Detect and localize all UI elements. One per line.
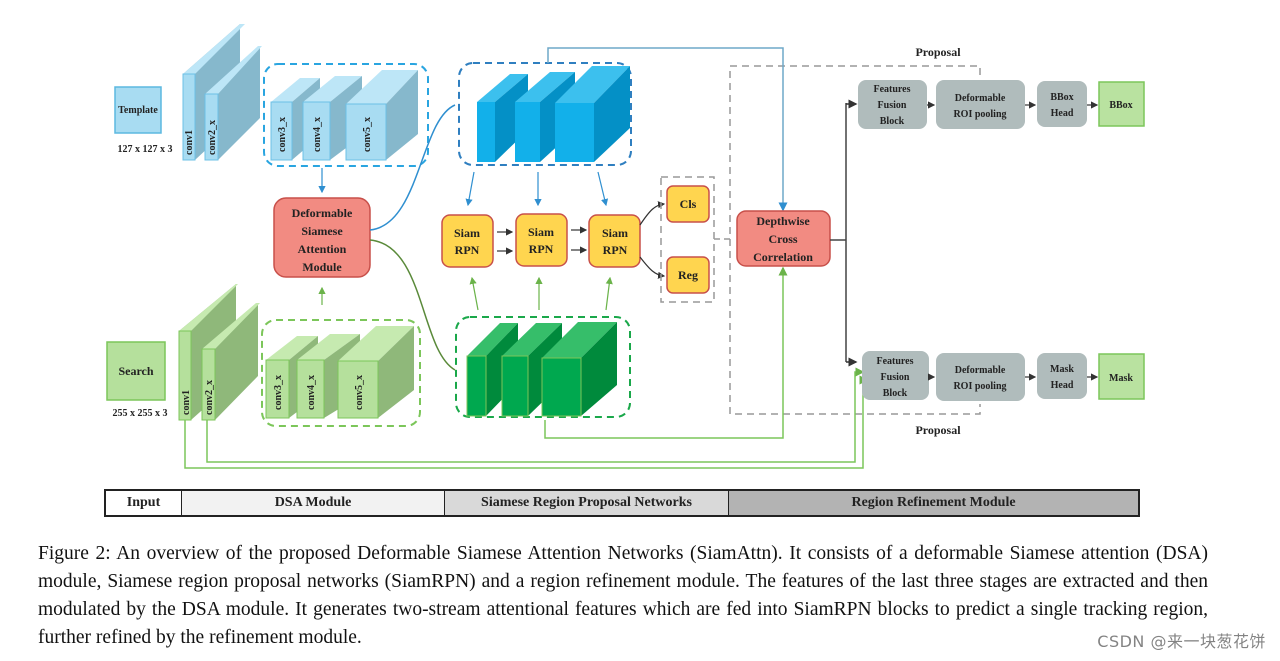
dsa-label-line2: Siamese: [301, 224, 343, 238]
bbox-roi-line1: Deformable: [955, 93, 1006, 104]
bbox-fusion-line3: Block: [880, 116, 905, 127]
template-label: Template: [118, 105, 158, 116]
mask-roi-line2: ROI pooling: [953, 381, 1006, 392]
bbox-fusion-block: Features Fusion Block: [858, 80, 927, 129]
siamrpn-3-line1: Siam: [602, 226, 628, 240]
search-conv3-label: conv3_x: [273, 375, 284, 410]
siamrpn-1-line1: Siam: [454, 226, 480, 240]
bbox-fusion-line2: Fusion: [878, 100, 907, 111]
search-size: 255 x 255 x 3: [113, 408, 168, 419]
dsa-label-line4: Module: [302, 260, 342, 274]
search-dsa-group-box: [261, 319, 421, 427]
template-conv2-layer: conv2_x: [204, 46, 262, 161]
green-to-rpn3-arrow: [605, 276, 613, 311]
mask-output-label: Mask: [1109, 373, 1133, 384]
proposal-label-top: Proposal: [915, 45, 961, 59]
search-conv2-label: conv2_x: [204, 380, 215, 415]
dsa-label-line1: Deformable: [292, 206, 353, 220]
mask-fusion-block: Features Fusion Block: [862, 351, 929, 400]
stage-region-refinement: Region Refinement Module: [729, 491, 1138, 515]
dsa-to-template-features-curve: [369, 104, 456, 231]
mask-roi-line1: Deformable: [955, 365, 1006, 376]
proposal-label-bottom: Proposal: [915, 423, 961, 437]
bbox-head: BBox Head: [1037, 81, 1087, 127]
mask-fusion-line3: Block: [883, 388, 908, 399]
template-conv5-label: conv5_x: [362, 117, 373, 152]
siamrpn-block-1: Siam RPN: [441, 214, 494, 268]
rpn3-to-cls-arrow: [639, 201, 666, 226]
template-conv1-label: conv1: [184, 130, 195, 155]
mask-roi-pooling: Deformable ROI pooling: [936, 353, 1025, 401]
proposal-dashed-path: [729, 65, 981, 415]
search-conv1-label: conv1: [181, 390, 192, 415]
template-conv5-layer: conv5_x: [345, 70, 418, 161]
siamrpn-3-line2: RPN: [603, 243, 628, 257]
bbox-roi-line2: ROI pooling: [953, 109, 1006, 120]
depthwise-line3: Correlation: [753, 250, 813, 264]
siamattn-architecture-diagram: Template 127 x 127 x 3 conv1 conv2_x con…: [106, 24, 1145, 469]
dsa-to-search-features-curve: [369, 239, 456, 371]
stage-dsa-module: DSA Module: [182, 491, 445, 515]
depthwise-cross-correlation: Depthwise Cross Correlation: [736, 210, 831, 267]
template-conv3-label: conv3_x: [277, 117, 288, 152]
template-dsa-group-box: [263, 63, 429, 167]
siamrpn-2-line1: Siam: [528, 225, 554, 239]
search-conv5-label: conv5_x: [354, 375, 365, 410]
depthwise-line2: Cross: [768, 232, 797, 246]
siamrpn-block-2: Siam RPN: [515, 213, 568, 267]
mask-head-line1: Mask: [1050, 364, 1074, 375]
siamrpn-2-line2: RPN: [529, 242, 554, 256]
template-size: 127 x 127 x 3: [118, 144, 173, 155]
search-attn-features-box: [455, 316, 631, 418]
reg-label: Reg: [678, 268, 698, 282]
green-to-rpn1-arrow: [469, 276, 479, 311]
template-to-depthwise-line: [547, 47, 788, 212]
rpn3-to-reg-arrow: [639, 256, 666, 279]
figure-caption: Figure 2: An overview of the proposed De…: [38, 543, 1208, 648]
search-to-depthwise-line: [544, 266, 788, 439]
search-conv5-layer: conv5_x: [337, 326, 414, 419]
search-conv2-layer: conv2_x: [201, 303, 260, 421]
template-attn-feature-1: [477, 74, 528, 162]
bbox-output-label: BBox: [1109, 100, 1132, 111]
stage-siamese-rpn: Siamese Region Proposal Networks: [445, 491, 729, 515]
blue-to-rpn1-arrow: [465, 171, 475, 207]
cls-label: Cls: [680, 197, 697, 211]
dsa-label-line3: Attention: [298, 242, 347, 256]
siamrpn-1-line2: RPN: [455, 243, 480, 257]
search-conv4-label: conv4_x: [306, 375, 317, 410]
conv2-skip-connection: [206, 367, 865, 463]
siamrpn-block-3: Siam RPN: [588, 214, 641, 268]
mask-output: Mask: [1098, 353, 1145, 400]
mask-fusion-line2: Fusion: [881, 372, 910, 383]
depthwise-line1: Depthwise: [756, 214, 810, 228]
bbox-roi-pooling: Deformable ROI pooling: [936, 80, 1025, 129]
bbox-output: BBox: [1098, 81, 1145, 127]
search-attn-feature-3: [541, 322, 617, 417]
template-input: Template 127 x 127 x 3: [114, 86, 173, 155]
watermark: CSDN @来一块葱花饼: [1097, 632, 1266, 651]
mask-head: Mask Head: [1037, 353, 1087, 399]
dsa-attention-module: Deformable Siamese Attention Module: [273, 197, 371, 278]
stage-legend-bar: Input DSA Module Siamese Region Proposal…: [104, 489, 1140, 517]
template-conv4-label: conv4_x: [312, 117, 323, 152]
mask-head-line2: Head: [1051, 380, 1074, 391]
template-attn-features-box: [458, 62, 632, 166]
cls-head: Cls: [666, 185, 710, 223]
cls-reg-group-box: [660, 176, 715, 303]
search-label: Search: [118, 364, 153, 378]
mask-fusion-line1: Features: [876, 356, 913, 367]
bbox-head-line2: Head: [1051, 108, 1074, 119]
search-input: Search 255 x 255 x 3: [106, 341, 168, 419]
bbox-head-line1: BBox: [1050, 92, 1073, 103]
reg-head: Reg: [666, 256, 710, 294]
stage-input: Input: [106, 491, 182, 515]
blue-to-rpn3-arrow: [597, 171, 609, 207]
template-conv2-label: conv2_x: [207, 120, 218, 155]
template-attn-feature-3: [555, 66, 630, 162]
bbox-fusion-line1: Features: [873, 84, 910, 95]
